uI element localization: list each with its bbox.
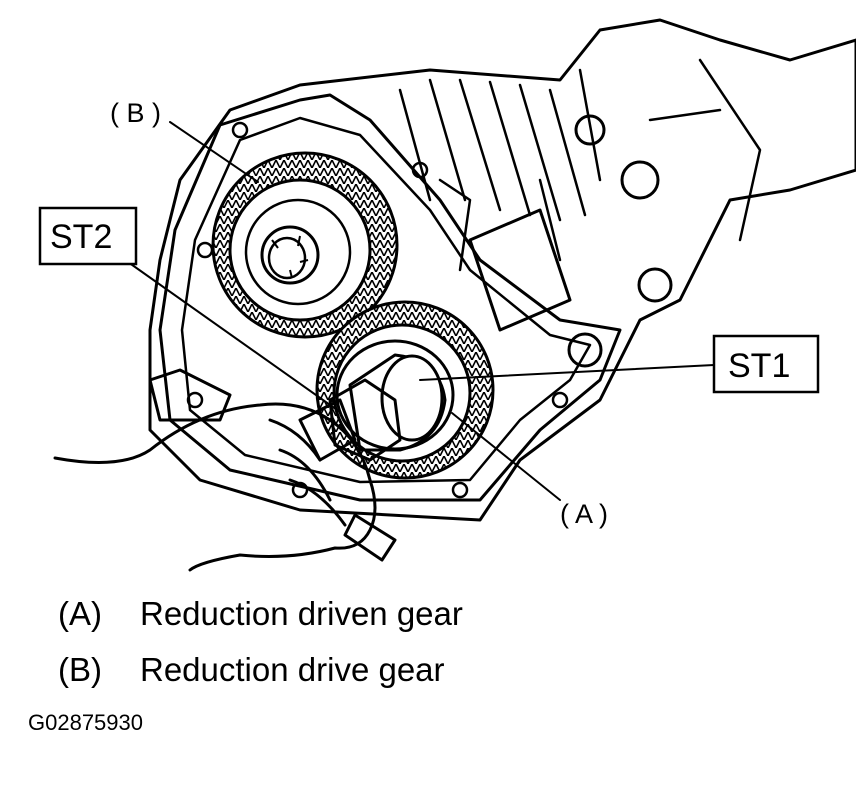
tool-st2 <box>298 378 402 462</box>
legend-text-b: Reduction drive gear <box>140 651 445 688</box>
legend-item-a: (A) Reduction driven gear <box>58 594 463 634</box>
reduction-drive-gear <box>211 151 399 339</box>
transmission-housing <box>148 18 856 522</box>
st2-label: ST2 <box>50 218 112 256</box>
legend-key-a: (A) <box>58 595 102 632</box>
case-flange <box>148 93 622 502</box>
legend-text-a: Reduction driven gear <box>140 595 463 632</box>
legend-item-b: (B) Reduction drive gear <box>58 650 445 690</box>
figure-code: G02875930 <box>28 710 143 735</box>
st2-box: ST2 <box>38 206 138 266</box>
hand <box>53 402 397 572</box>
leader-lines <box>127 121 715 501</box>
callout-a: ( A ) <box>560 499 608 529</box>
legend-key-b: (B) <box>58 651 102 688</box>
callout-b: ( B ) <box>110 98 161 128</box>
st1-box: ST1 <box>712 334 820 394</box>
st1-label: ST1 <box>728 347 790 385</box>
